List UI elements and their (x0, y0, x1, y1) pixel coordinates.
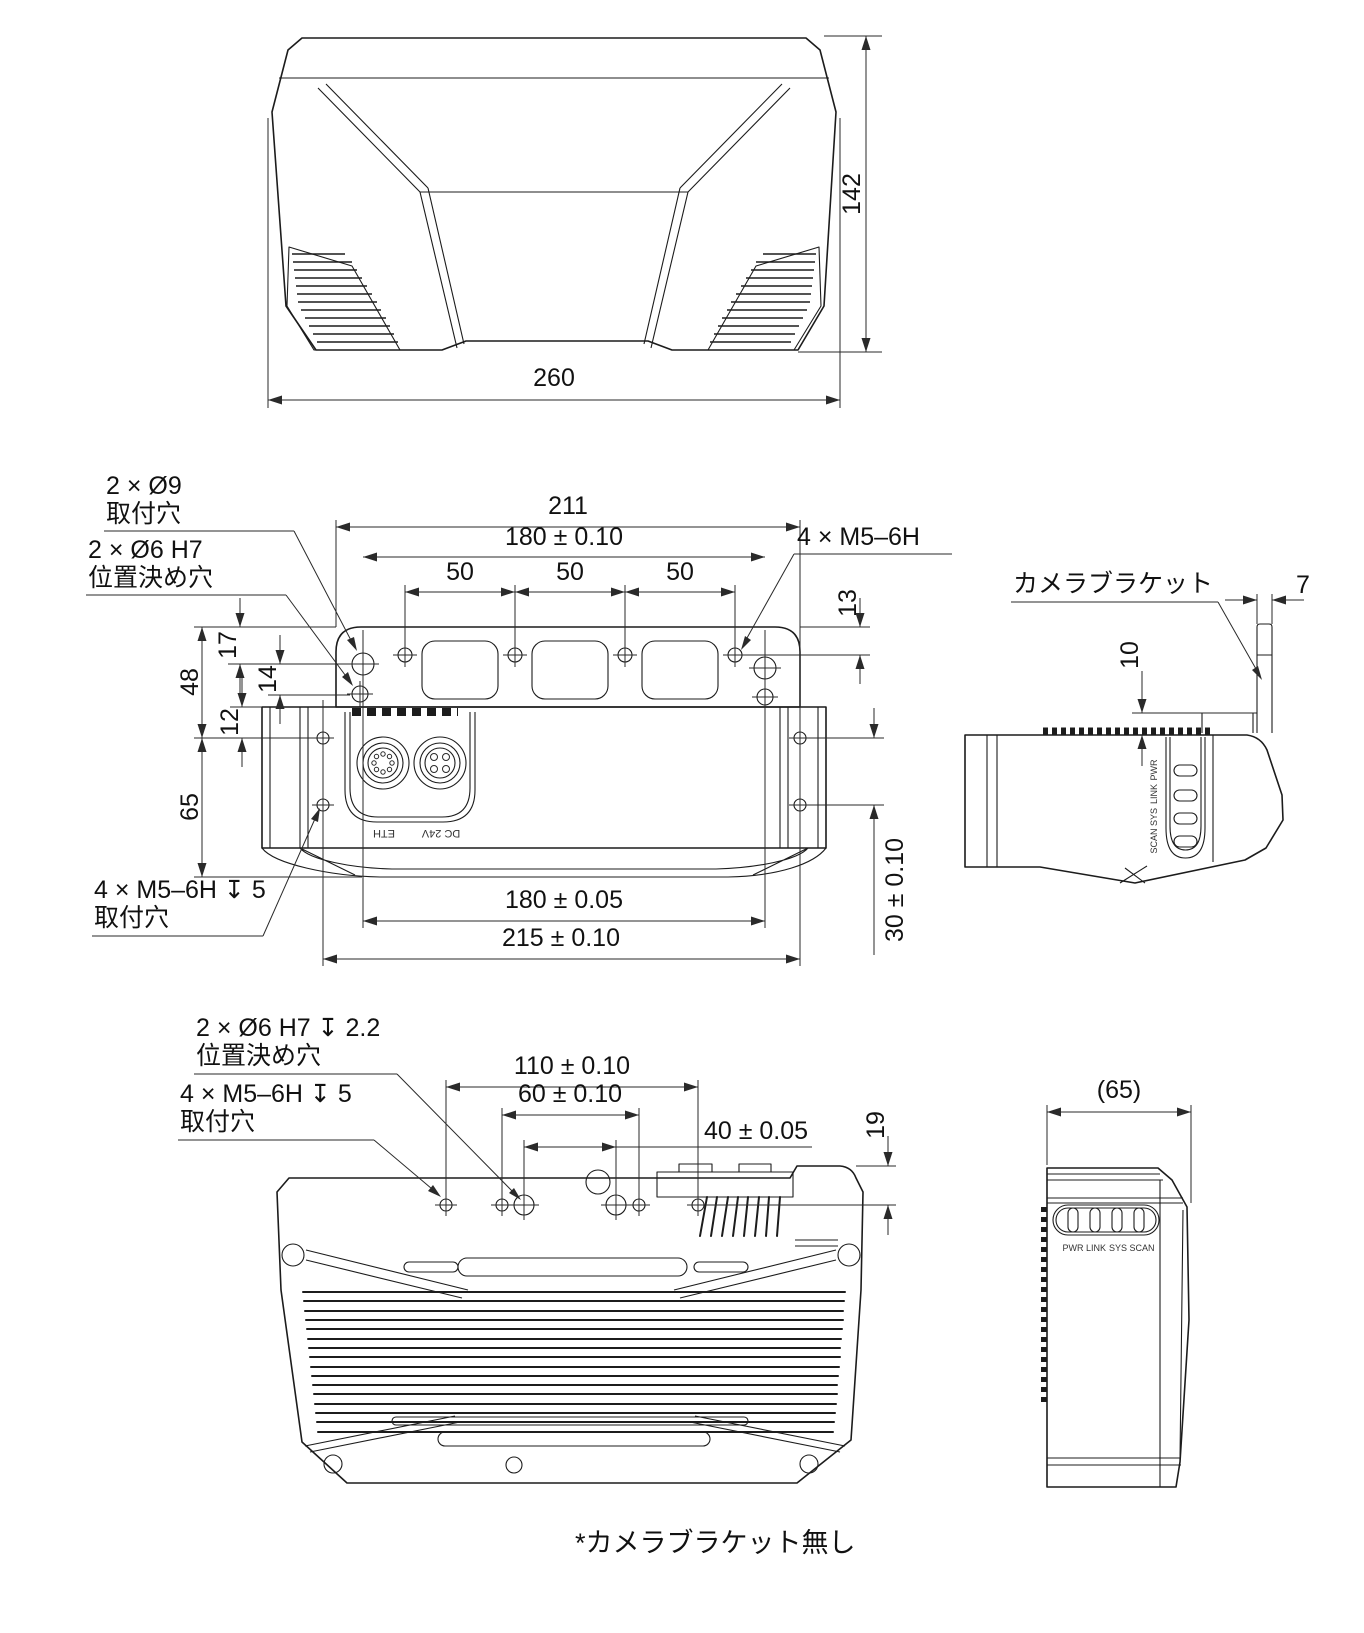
mounting-plate (335, 626, 801, 708)
dim-50s: 50 50 50 (405, 558, 735, 597)
svg-text:取付穴: 取付穴 (180, 1108, 255, 1136)
svg-text:65: 65 (176, 793, 204, 821)
front-view-accent-lines (317, 83, 791, 349)
dim-110: 110 ± 0.10 (446, 1052, 698, 1092)
bracket-step (1201, 712, 1257, 733)
bottom-view: 110 ± 0.10 60 ± 0.10 40 ± 0.05 19 2 × Ø6… (178, 1014, 896, 1484)
dim-180-005: 180 ± 0.05 (363, 886, 765, 926)
dim-13: 13 (742, 589, 870, 684)
svg-text:13: 13 (834, 589, 862, 617)
locating-hole-o6 (347, 681, 373, 707)
svg-text:40 ± 0.05: 40 ± 0.05 (704, 1117, 808, 1145)
label-locating-holes: 2 × Ø6 H7 位置決め穴 (86, 536, 353, 686)
svg-text:10: 10 (1116, 641, 1144, 669)
svg-text:48: 48 (176, 668, 204, 696)
svg-text:カメラブラケット: カメラブラケット (1013, 570, 1213, 598)
bottom-connector-block (656, 1163, 838, 1247)
svg-text:2 × Ø6 H7 ↧ 2.2: 2 × Ø6 H7 ↧ 2.2 (196, 1014, 380, 1042)
plate-cutout-2 (531, 640, 609, 700)
svg-text:215 ± 0.10: 215 ± 0.10 (502, 924, 620, 952)
svg-text:211: 211 (548, 492, 588, 520)
label-bracket: カメラブラケット (1011, 570, 1262, 680)
led-sys: SYS (1149, 808, 1159, 826)
svg-text:50: 50 (666, 558, 694, 586)
led-link: LINK (1149, 784, 1159, 804)
plate-holes (347, 643, 781, 710)
svg-text:7: 7 (1296, 571, 1310, 599)
led-link-bottom: LINK (1086, 1243, 1106, 1253)
dim-10: 10 (1116, 641, 1256, 766)
svg-text:110 ± 0.10: 110 ± 0.10 (514, 1052, 630, 1080)
svg-text:(65): (65) (1097, 1076, 1141, 1104)
dim-65-depth: (65) (1046, 1076, 1192, 1203)
dim-211: 211 (336, 492, 800, 532)
svg-text:4 × M5–6H ↧ 5: 4 × M5–6H ↧ 5 (180, 1080, 352, 1108)
svg-text:30 ± 0.10: 30 ± 0.10 (881, 838, 909, 942)
svg-text:4 × M5–6H ↧ 5: 4 × M5–6H ↧ 5 (94, 876, 266, 904)
svg-text:17: 17 (214, 631, 242, 659)
svg-text:14: 14 (254, 665, 282, 693)
svg-text:位置決め穴: 位置決め穴 (196, 1042, 321, 1070)
dim-left-stack: 48 17 14 12 65 (176, 598, 362, 878)
led-pwr-bottom: PWR (1063, 1243, 1084, 1253)
led-slot-bottom (1052, 1204, 1160, 1236)
label-bottom-tapped: 4 × M5–6H ↧ 5 取付穴 (178, 1080, 441, 1197)
dim-60: 60 ± 0.10 (502, 1080, 639, 1120)
dim-front-width: 260 (267, 118, 841, 408)
svg-text:位置決め穴: 位置決め穴 (88, 564, 213, 592)
front-view-vent-left (286, 246, 401, 351)
label-mount-holes: 2 × Ø9 取付穴 (104, 472, 357, 651)
rear-body: ETH DC 24V (261, 706, 827, 878)
label-side-tapped: 4 × M5–6H ↧ 5 取付穴 (92, 808, 320, 937)
rear-tab-holes (312, 727, 811, 816)
footnote: *カメラブラケット無し (575, 1528, 856, 1558)
label-tapped-holes: 4 × M5–6H (741, 523, 952, 650)
plate-cutout-3 (641, 640, 719, 700)
dim-7: 7 (1225, 571, 1310, 624)
led-slot-side (1165, 737, 1206, 859)
camera-bracket (1256, 623, 1273, 733)
front-view: 142 260 (267, 35, 882, 408)
svg-text:19: 19 (862, 1111, 890, 1139)
power-label: DC 24V (421, 827, 460, 839)
eth-connector (356, 736, 410, 790)
svg-text:取付穴: 取付穴 (94, 904, 169, 932)
plate-cutout-1 (421, 640, 499, 700)
led-sys-bottom: SYS (1109, 1243, 1127, 1253)
led-scan: SCAN (1149, 828, 1159, 853)
power-connector (413, 736, 467, 790)
svg-text:60 ± 0.10: 60 ± 0.10 (518, 1080, 622, 1108)
label-bottom-locating: 2 × Ø6 H7 ↧ 2.2 位置決め穴 (194, 1014, 521, 1200)
dim-front-height-text: 142 (838, 173, 866, 215)
side-view-bottom: PWR LINK SYS SCAN (65) (1041, 1076, 1192, 1488)
svg-text:50: 50 (556, 558, 584, 586)
svg-text:50: 50 (446, 558, 474, 586)
dim-19: 19 (706, 1111, 896, 1235)
dim-40: 40 ± 0.05 (524, 1117, 812, 1152)
dim-front-width-text: 260 (533, 364, 575, 392)
svg-text:2 × Ø6 H7: 2 × Ø6 H7 (88, 536, 203, 564)
svg-text:180 ± 0.10: 180 ± 0.10 (505, 523, 623, 551)
front-view-vent-right (707, 246, 822, 351)
svg-text:180 ± 0.05: 180 ± 0.05 (505, 886, 623, 914)
top-rear-view: ETH DC 24V 211 180 ± 0.10 (86, 472, 952, 966)
dim-30-010: 30 ± 0.10 (808, 708, 909, 955)
svg-text:12: 12 (216, 708, 244, 736)
dim-215-010: 215 ± 0.10 (323, 924, 800, 964)
led-pwr: PWR (1149, 759, 1159, 780)
svg-text:2 × Ø9: 2 × Ø9 (106, 472, 182, 500)
led-scan-bottom: SCAN (1129, 1243, 1154, 1253)
svg-text:4 × M5–6H: 4 × M5–6H (797, 523, 920, 551)
dim-180-010: 180 ± 0.10 (363, 523, 765, 562)
svg-text:取付穴: 取付穴 (106, 500, 181, 528)
dim-front-height: 142 (798, 35, 882, 353)
eth-label: ETH (373, 827, 395, 839)
bottom-fins (302, 1291, 846, 1433)
side-view: PWR LINK SYS SCAN カメラブラケット 7 10 (964, 570, 1310, 884)
